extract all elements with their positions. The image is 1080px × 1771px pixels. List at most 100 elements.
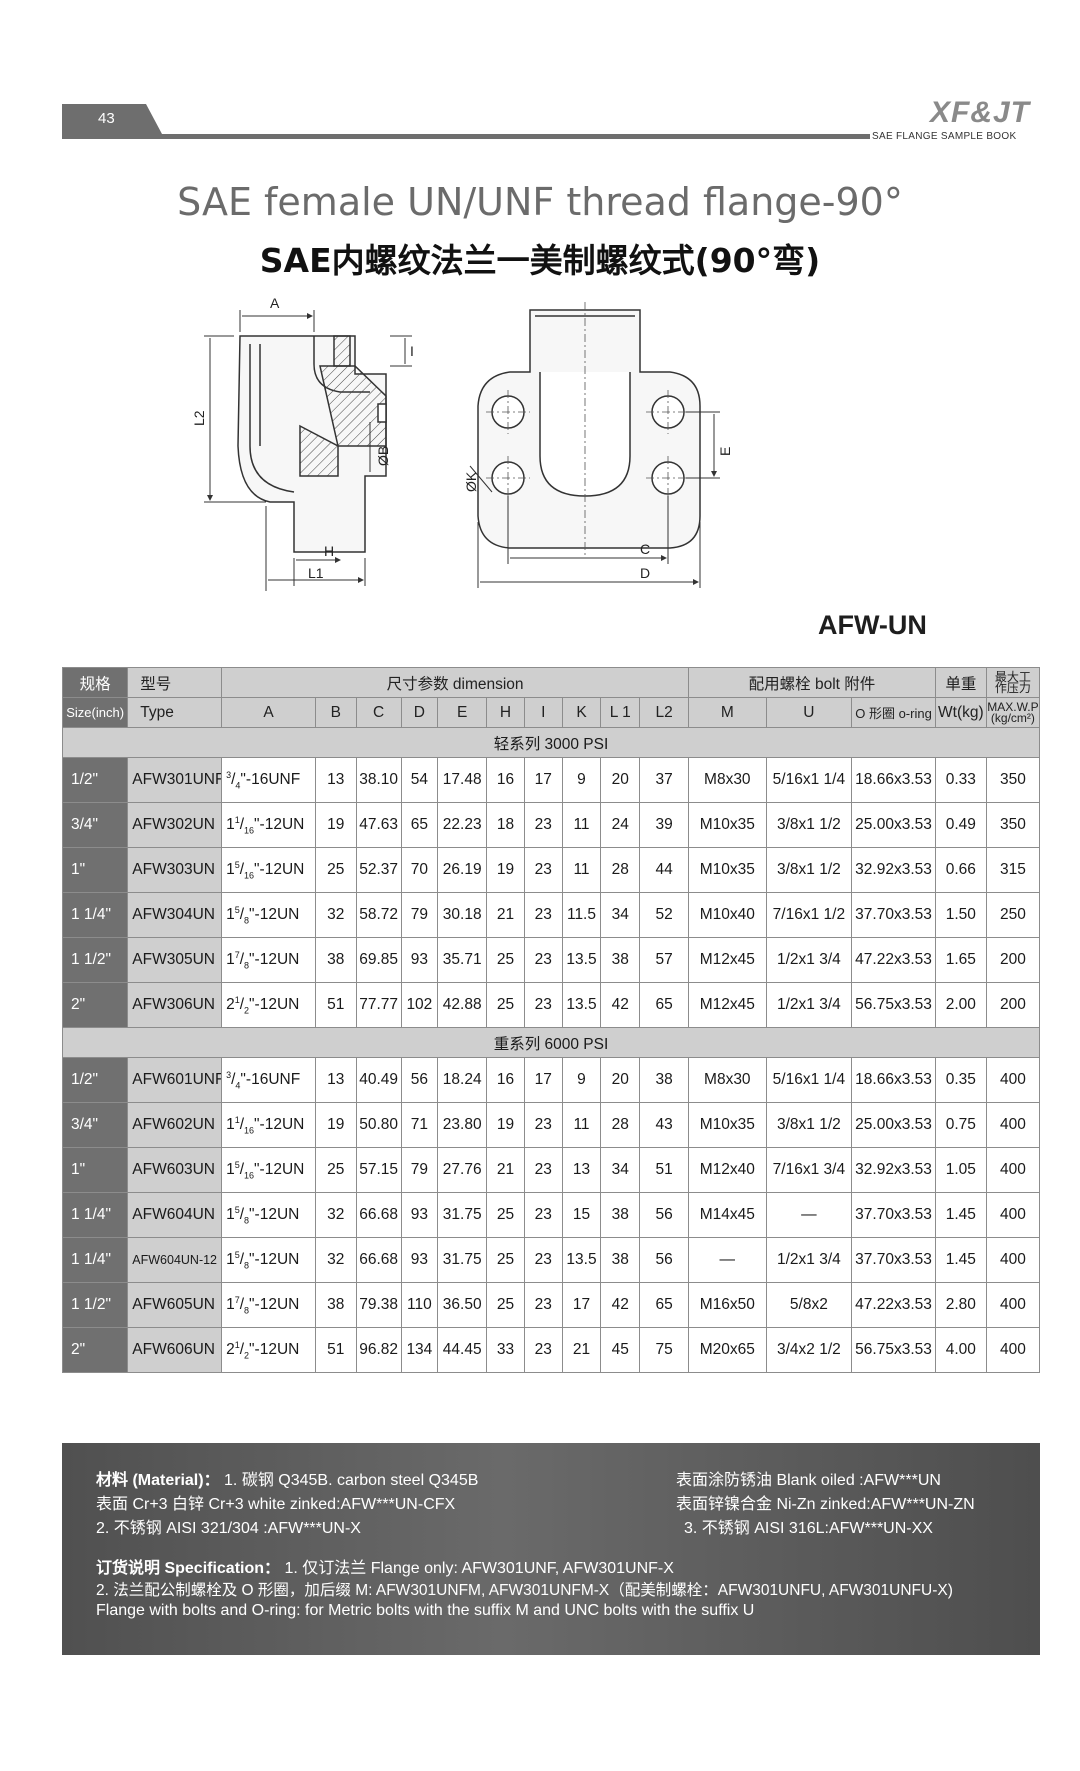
cell-m: M8x30 [688,757,767,803]
head-u: U [765,697,853,728]
cell-thread-a: 3/4"-16UNF [221,757,316,803]
cell-e: 22.23 [437,802,488,848]
cell-i: 23 [523,1147,563,1193]
brand-logo: XF&JT [930,96,1031,129]
cell-c: 50.80 [355,1102,402,1148]
cell-l2: 75 [639,1327,690,1373]
cell-c: 52.37 [355,847,402,893]
cell-u: 7/16x1 3/4 [765,1147,853,1193]
cell-e: 27.76 [437,1147,488,1193]
cell-i: 23 [523,1102,563,1148]
dim-label-d: D [640,565,650,581]
cell-thread-a: 15/8"-12UN [221,1192,316,1238]
cell-i: 23 [523,1282,563,1328]
cell-l2: 39 [639,802,690,848]
cell-i: 23 [523,892,563,938]
cell-e: 31.75 [437,1192,488,1238]
cell-p: 400 [985,1327,1041,1373]
cell-l1: 42 [600,982,641,1028]
cell-l1: 38 [600,937,641,983]
cell-h: 25 [486,1192,525,1238]
cell-l2: 51 [639,1147,690,1193]
cell-i: 23 [523,847,563,893]
cell-l1: 38 [600,1237,641,1283]
cell-k: 11 [561,847,602,893]
cell-c: 58.72 [355,892,402,938]
head-i: I [523,697,563,728]
cell-l1: 24 [600,802,641,848]
cell-thread-a: 15/16"-12UN [221,847,316,893]
cell-oring: 25.00x3.53 [851,802,936,848]
cell-l1: 42 [600,1282,641,1328]
head-m: M [688,697,767,728]
cell-c: 38.10 [355,757,402,803]
cell-l1: 45 [600,1327,641,1373]
cell-m: — [688,1237,767,1283]
cell-wt: 2.80 [934,1282,987,1328]
cell-l2: 52 [639,892,690,938]
cell-u: 3/4x2 1/2 [765,1327,853,1373]
cell-e: 36.50 [437,1282,488,1328]
cell-m: M10x35 [688,802,767,848]
cell-p: 200 [985,982,1041,1028]
cell-thread-a: 11/16"-12UN [221,802,316,848]
cell-l1: 34 [600,1147,641,1193]
brand-subtitle: SAE FLANGE SAMPLE BOOK [872,131,1017,142]
cell-type: AFW604UN-12 [127,1237,223,1283]
cell-d: 54 [400,757,439,803]
head-h: H [486,697,525,728]
cell-l2: 44 [639,847,690,893]
cell-h: 25 [486,1282,525,1328]
cell-u: 7/16x1 1/2 [765,892,853,938]
head-weight-cn: 单重 [934,667,987,698]
cell-wt: 0.35 [934,1057,987,1103]
cell-b: 32 [314,1237,357,1283]
cell-size: 1/2" [61,757,129,803]
cell-l1: 34 [600,892,641,938]
table-header-row-2: Size(inch) Type A B C D E H I K L 1 L2 M… [61,697,1041,728]
cell-l1: 28 [600,847,641,893]
cell-wt: 0.66 [934,847,987,893]
cell-i: 23 [523,1237,563,1283]
cell-e: 26.19 [437,847,488,893]
cell-type: AFW303UN [127,847,223,893]
cell-k: 13.5 [561,1237,602,1283]
cell-l2: 56 [639,1192,690,1238]
surface-cr3: 表面 Cr+3 白锌 Cr+3 white zinked:AFW***UN-CF… [96,1496,456,1513]
cell-k: 9 [561,1057,602,1103]
cell-oring: 32.92x3.53 [851,1147,936,1193]
dim-label-l1: L1 [308,565,324,581]
cell-size: 3/4" [61,1102,129,1148]
cell-size: 1" [61,847,129,893]
head-size-en: Size(inch) [61,697,129,728]
cell-e: 23.80 [437,1102,488,1148]
cell-p: 400 [985,1147,1041,1193]
cell-m: M10x35 [688,1102,767,1148]
cell-k: 11.5 [561,892,602,938]
cell-oring: 18.66x3.53 [851,1057,936,1103]
dim-label-a: A [270,296,280,311]
cell-l2: 65 [639,982,690,1028]
cell-h: 16 [486,757,525,803]
cell-u: 5/16x1 1/4 [765,757,853,803]
head-l2: L2 [639,697,690,728]
cell-b: 51 [314,982,357,1028]
cell-i: 23 [523,1327,563,1373]
page-tab [62,104,162,134]
cell-u: 1/2x1 3/4 [765,1237,853,1283]
cell-i: 23 [523,802,563,848]
cell-k: 11 [561,1102,602,1148]
head-c: C [355,697,402,728]
surface-oiled: 表面涂防锈油 Blank oiled :AFW***UN [676,1472,941,1489]
cell-c: 40.49 [355,1057,402,1103]
cell-b: 25 [314,847,357,893]
cell-h: 25 [486,982,525,1028]
material-line-1: 材料 (Material)： 1. 碳钢 Q345B. carbon steel… [96,1472,479,1489]
material-line-2: 2. 不锈钢 AISI 321/304 :AFW***UN-X [96,1520,361,1537]
cell-e: 35.71 [437,937,488,983]
head-pressure-en: MAX.W.P(kg/cm²) [985,697,1041,728]
